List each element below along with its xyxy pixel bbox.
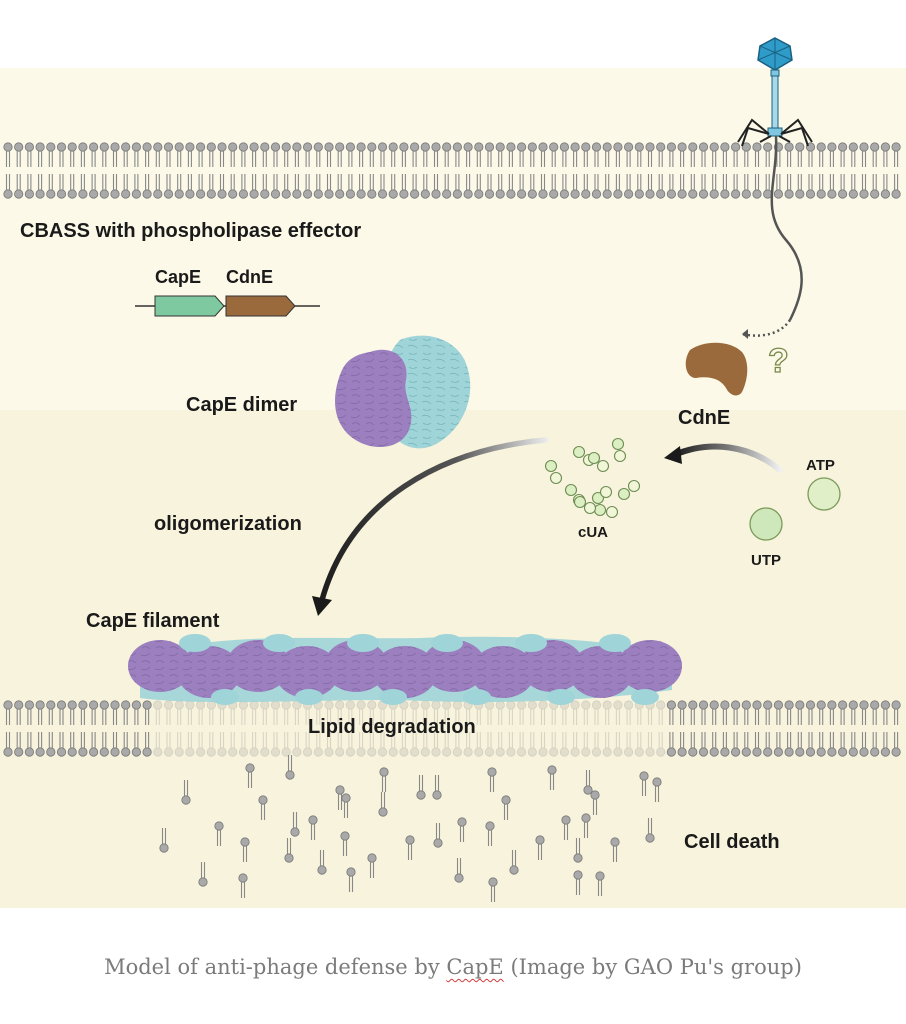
cua-label: cUA	[578, 524, 608, 541]
cell-death-label: Cell death	[684, 831, 780, 853]
cape-dimer-label: CapE dimer	[186, 394, 297, 416]
cdne-protein-icon	[685, 342, 748, 396]
figure-caption: Model of anti-phage defense by CapE (Ima…	[0, 955, 906, 979]
caption-text-after: (Image by GAO Pu's group)	[503, 955, 802, 979]
cape-filament-label: CapE filament	[86, 610, 220, 632]
cape-dimer-icon	[335, 335, 471, 449]
gene-label-cdne: CdnE	[226, 267, 273, 287]
utp-label: UTP	[751, 552, 781, 569]
cua-molecules	[544, 437, 641, 519]
cape-filament-icon	[128, 634, 682, 705]
oligomerization-label: oligomerization	[154, 513, 302, 535]
lipid-degradation-label: Lipid degradation	[308, 716, 476, 738]
caption-highlight: CapE	[446, 955, 504, 979]
cdne-label: CdnE	[678, 407, 730, 429]
free-lipids	[159, 755, 662, 902]
atp-molecule	[807, 477, 841, 511]
gene-cassette: CapE CdnE	[135, 267, 320, 317]
oligomerization-arrow	[319, 437, 548, 603]
gene-label-cape: CapE	[155, 267, 201, 287]
phage-icon	[737, 37, 813, 339]
atp-label: ATP	[806, 457, 835, 474]
caption-text-before: Model of anti-phage defense by	[104, 955, 447, 979]
gene-arrow-cdne	[225, 295, 296, 317]
membrane-top	[3, 142, 901, 199]
utp-molecule	[749, 507, 783, 541]
gene-arrow-cape	[154, 295, 225, 317]
diagram-title: CBASS with phospholipase effector	[20, 220, 361, 242]
synthesis-arrow	[671, 443, 783, 473]
question-mark: ?	[768, 342, 789, 380]
